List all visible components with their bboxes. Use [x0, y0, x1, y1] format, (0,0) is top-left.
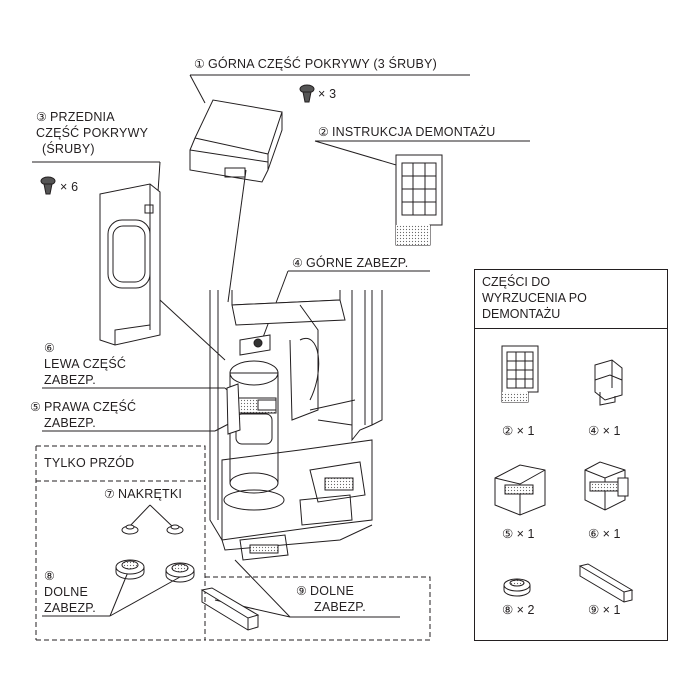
pointer-part7a: [127, 504, 151, 529]
discard-panel: [474, 269, 668, 641]
pointer-part8a: [109, 571, 129, 617]
panel-left-bracket-icon: [584, 461, 629, 511]
qty-manual: ② × 1: [502, 424, 535, 438]
manual-drawing: [395, 154, 443, 246]
pointer-part8b: [109, 576, 181, 617]
panel-manual-icon: [501, 345, 539, 403]
panel-top-bracket-icon: [594, 359, 623, 406]
bottom-plate-drawing: [200, 587, 260, 631]
label-part3-qty: × 6: [60, 180, 79, 194]
front-only-frame: [36, 445, 206, 640]
qty-top-bracket: ④ × 1: [588, 424, 621, 438]
qty-bottom-damper: ⑧ × 2: [502, 603, 535, 617]
compressor-drawing: [223, 334, 285, 511]
label-part6: ⑥ LEWA CZĘŚĆ ZABEZP.: [44, 341, 127, 387]
qty-right-bracket: ⑤ × 1: [502, 527, 535, 541]
pointer-part3: [157, 161, 161, 193]
nut-right-drawing: [166, 524, 184, 535]
pointer-part7b: [149, 504, 175, 529]
top-cover-drawing: [189, 99, 283, 183]
unit-body-drawing: [209, 290, 383, 561]
damper-right-drawing: [165, 562, 195, 583]
damper-left-drawing: [115, 559, 145, 580]
label-front-only: TYLKO PRZÓD: [44, 456, 135, 470]
label-part1-qty: × 3: [318, 87, 337, 101]
screw-icon-front: [40, 176, 56, 195]
discard-panel-title: CZĘŚCI DO WYRZUCENIA PO DEMONTAŻU: [482, 275, 587, 321]
pointer-part1: [189, 74, 206, 104]
label-part8: ⑧ DOLNE ZABEZP.: [44, 569, 96, 615]
pointer-front-cover: [159, 299, 226, 361]
discard-panel-header: [474, 269, 668, 329]
bottom-frame: [205, 576, 431, 641]
panel-right-bracket-icon: [494, 464, 546, 516]
pointer-part9a: [234, 559, 291, 618]
panel-bottom-plate-icon: [578, 563, 634, 603]
nut-left-drawing: [121, 524, 139, 535]
qty-bottom-plate: ⑨ × 1: [588, 603, 621, 617]
screw-icon-top: [299, 84, 315, 103]
panel-bottom-damper-icon: [503, 578, 531, 597]
pointer-top-cover: [227, 169, 247, 303]
qty-left-bracket: ⑥ × 1: [588, 527, 621, 541]
front-cover-drawing: [99, 183, 161, 346]
